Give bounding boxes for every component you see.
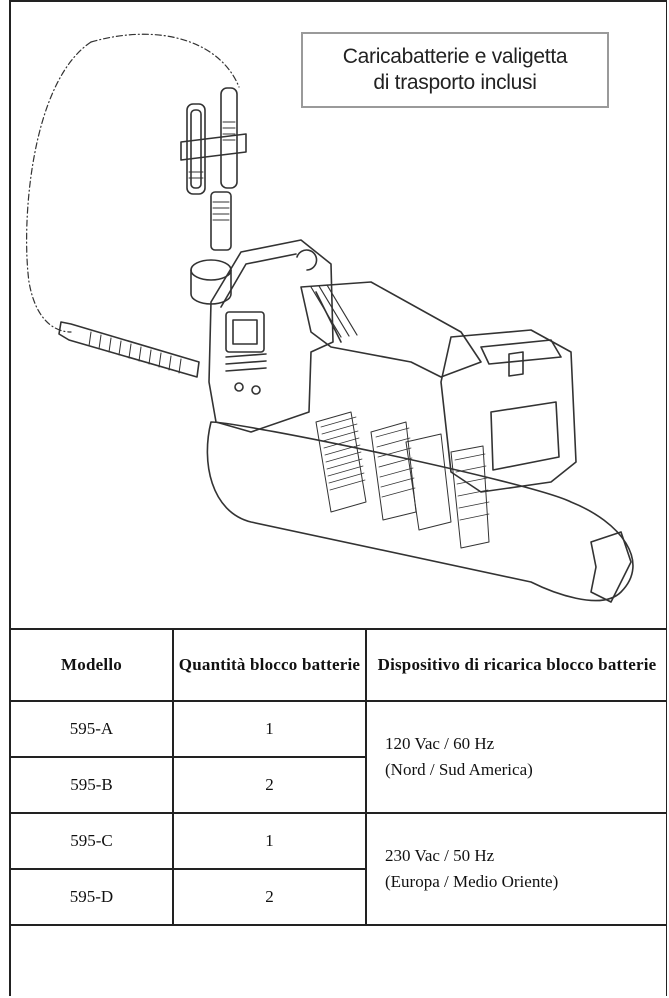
callout-line-1: Caricabatterie e valigetta [342,45,568,68]
charger-voltage: 230 Vac / 50 Hz [385,846,495,865]
header-model: Modello [11,628,174,702]
table-row: 595-B 2 [11,756,667,814]
cordless-grease-gun-icon [26,33,634,603]
model-cell: 595-B [11,756,174,814]
header-battery-quantity: Quantità blocco batterie [172,628,367,702]
model-cell: 595-A [11,700,174,758]
product-figure: Caricabatterie e valigetta di trasporto … [11,2,667,628]
callout-line-2: di trasporto inclusi [373,71,537,94]
header-charger: Dispositivo di ricarica blocco batterie [365,628,667,702]
quantity-cell: 1 [172,700,367,758]
table-row: 595-D 2 [11,868,667,926]
model-cell: 595-D [11,868,174,926]
model-cell: 595-C [11,812,174,870]
document-frame: Caricabatterie e valigetta di trasporto … [9,0,667,996]
charger-region: (Nord / Sud America) [385,760,533,779]
callout-box: Caricabatterie e valigetta di trasporto … [301,32,609,108]
table-row: 595-A 1 120 Vac / 60 Hz (Nord / Sud Amer… [11,700,667,814]
table-row: 595-C 1 230 Vac / 50 Hz (Europa / Medio … [11,812,667,926]
charger-cell: 120 Vac / 60 Hz (Nord / Sud America) [365,700,667,814]
model-specs-table: Modello Quantità blocco batterie Disposi… [11,628,667,926]
quantity-cell: 2 [172,756,366,814]
charger-region: (Europa / Medio Oriente) [385,872,559,891]
charger-cell: 230 Vac / 50 Hz (Europa / Medio Oriente) [365,812,667,926]
quantity-cell: 1 [172,812,367,870]
table-header-row: Modello Quantità blocco batterie Disposi… [11,628,667,702]
quantity-cell: 2 [172,868,366,926]
charger-voltage: 120 Vac / 60 Hz [385,734,495,753]
